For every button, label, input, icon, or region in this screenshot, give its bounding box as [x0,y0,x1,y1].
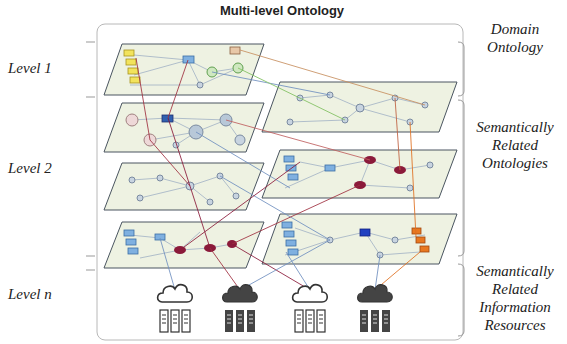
level-description: Semantically Related Information Resourc… [467,262,563,334]
ontology-graph-node [420,246,429,252]
ontology-graph-edge [132,176,236,202]
ontology-graph-node [197,82,203,88]
ontology-graph-node [130,77,140,83]
ontology-plane [104,163,264,210]
ontology-graph-node [282,222,292,228]
ontology-graph-node [288,174,298,180]
ontology-graph-node [126,59,136,65]
cross-level-link [226,120,370,160]
ontology-plane [104,222,264,268]
cross-level-link [136,50,425,290]
cloud-server-icon [158,285,393,332]
cross-level-link [168,60,188,118]
cross-level-link [136,58,190,186]
ontology-graph-node [233,193,239,199]
cloud-server-icon [360,310,390,332]
cloud-server-icon [160,310,190,332]
ontology-graph-node [356,104,364,112]
level-bracket [86,42,95,270]
cross-level-link [410,122,416,237]
ontology-graph-node [288,249,298,255]
level-bracket [458,42,464,96]
ontology-graph-node [284,156,294,162]
ontology-graph-node [327,237,398,258]
ontology-graph-node [207,199,213,205]
ontology-panel [97,24,463,340]
ontology-graph-node [129,177,135,183]
ontology-graph-node [284,231,294,237]
level-label: Level n [8,286,52,303]
ontology-graph-node [128,68,138,74]
cloud-server-icon [225,310,255,332]
ontology-graph-node [407,162,433,191]
cross-level-link [168,118,210,248]
ontology-graph-node [124,50,134,56]
ontology-graph-node [287,92,428,125]
cross-level-link [210,248,240,290]
ontology-graph-node [230,47,240,54]
ontology-graph-node [412,228,421,234]
cloud-server-icon [158,285,193,302]
ontology-plane [262,82,457,132]
cross-level-link [160,238,175,290]
ontology-graph-node [124,47,433,258]
cloud-server-icon [295,310,325,332]
ontology-graph-node [416,237,425,243]
cross-level-link [286,252,310,290]
ontology-graph-node [183,56,194,63]
ontology-graph-node [124,230,165,254]
ontology-graph-node [360,229,370,236]
ontology-graph-node [126,114,138,126]
ontology-graph-edge [285,228,425,255]
ontology-plane [104,44,457,268]
ontology-graph-node [157,175,163,181]
ontology-graph-node [427,162,433,168]
ontology-graph-node [235,135,245,145]
ontology-graph-node [124,230,134,236]
cross-level-link [232,185,360,244]
ontology-graph-node [392,237,398,243]
ontology-graph-edge [130,55,430,258]
ontology-graph-node [325,165,335,171]
ontology-graph-node [128,248,138,254]
cross-level-link [240,50,425,105]
ontology-graph-node [287,119,293,125]
ontology-graph-node [354,156,406,189]
cross-level-link [395,98,400,170]
ontology-graph-node [126,239,136,245]
ontology-graph-edge [130,55,238,85]
level-bracket [86,42,464,336]
cross-level-link [238,68,345,120]
ontology-graph-node [282,222,298,255]
ontology-graph-node [286,240,296,246]
level-label: Level 2 [8,160,52,177]
level-description: Domain Ontology [467,20,563,56]
ontology-graph-edge [130,232,232,258]
cloud-server-icon [358,285,393,302]
cross-level-link [240,240,330,290]
ontology-graph-node [137,195,143,201]
ontology-graph-node [412,228,429,252]
ontology-graph-node [407,185,413,191]
level-label: Level 1 [8,60,52,77]
cloud-server-icon [223,285,258,302]
cross-level-link [232,244,310,290]
diagram-title: Multi-level Ontology [182,3,382,18]
cloud-server-icon [293,285,328,302]
level-description: Semantically Related Ontologies [467,118,563,172]
cross-level-link [180,162,300,250]
level-bracket [458,100,464,256]
level-bracket [458,264,464,336]
ontology-plane [262,214,457,264]
ontology-graph-edge [285,160,430,188]
ontology-plane [104,103,264,152]
ontology-graph-node [162,115,173,122]
